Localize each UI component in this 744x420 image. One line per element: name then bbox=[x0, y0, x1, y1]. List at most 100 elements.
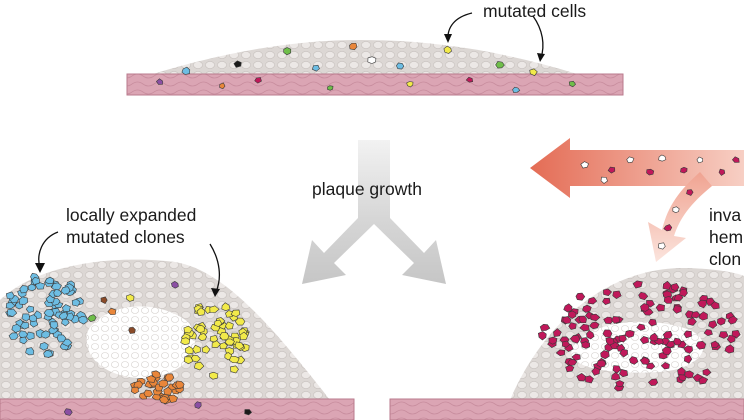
invading-clone-cell bbox=[596, 359, 606, 368]
invading-clone-cell bbox=[639, 356, 650, 365]
invading-clone-cell bbox=[586, 330, 595, 340]
invading-clone-cell bbox=[619, 369, 629, 378]
blue-clone-cell bbox=[7, 308, 18, 318]
blue-clone-cell bbox=[44, 276, 55, 285]
mutated-cell bbox=[63, 408, 73, 416]
invading-clone-cell bbox=[671, 283, 680, 292]
invading-clone-cell bbox=[611, 372, 621, 381]
invading-clone-cell bbox=[639, 336, 649, 345]
blue-clone-cell bbox=[11, 323, 21, 333]
orange-clone-cell bbox=[145, 375, 156, 383]
invading-clone-cell bbox=[568, 322, 577, 330]
circulating-cell bbox=[680, 166, 688, 174]
invading-clone-cell bbox=[662, 330, 673, 339]
early-plaque bbox=[150, 40, 580, 75]
invading-clone-cell bbox=[665, 340, 675, 349]
yellow-clone-cell bbox=[230, 365, 239, 374]
invading-clone-cell bbox=[636, 323, 646, 331]
blue-clone-cell bbox=[62, 338, 73, 347]
invading-clone-cell bbox=[600, 350, 610, 360]
invading-clone-cell bbox=[569, 335, 581, 344]
early-mutated-cells bbox=[155, 42, 577, 93]
mutated-cell bbox=[283, 47, 292, 56]
plaque-growth-label: plaque growth bbox=[312, 179, 422, 199]
blue-clone-cell bbox=[25, 331, 35, 341]
mutated-cell bbox=[194, 401, 202, 409]
invading-clone-cell bbox=[710, 340, 720, 349]
yellow-clone-cell bbox=[209, 305, 220, 313]
circulating-cell bbox=[580, 161, 589, 169]
blue-clone-cell bbox=[78, 315, 88, 325]
pointer-arrow-icon bbox=[444, 34, 452, 43]
circulating-cell bbox=[663, 224, 673, 232]
invading-clone-cell bbox=[672, 305, 682, 314]
circulating-cell bbox=[718, 168, 726, 176]
invading-clone-cell bbox=[555, 349, 566, 357]
invading-cells-arrow-icon bbox=[530, 138, 744, 262]
invading-clone-cell bbox=[581, 341, 591, 349]
blue-clone-cell bbox=[56, 334, 67, 343]
invading-clone-cell bbox=[708, 320, 718, 329]
blue-clone-cell bbox=[43, 309, 55, 318]
yellow-clone-cell bbox=[185, 346, 194, 355]
invading-clone-cell bbox=[629, 356, 639, 365]
invading-clone-cell bbox=[683, 354, 693, 364]
wall-mutated-cell bbox=[155, 78, 163, 85]
circulating-cell bbox=[600, 176, 608, 184]
invading-clone-cell bbox=[679, 288, 688, 298]
invading-clone-cell bbox=[724, 344, 735, 354]
invading-clone-cell bbox=[687, 317, 697, 326]
blue-clone-cell bbox=[5, 291, 15, 300]
mutated-cell bbox=[396, 62, 405, 70]
invading-clone-cell bbox=[548, 336, 558, 345]
invading-clone-cell bbox=[589, 321, 600, 330]
wall-mutated-cell bbox=[219, 82, 226, 90]
wall-mutated-cell bbox=[568, 80, 577, 88]
split-growth-arrow-icon bbox=[302, 140, 446, 284]
pointer-arrow-icon bbox=[532, 15, 544, 59]
invading-clone-cell bbox=[562, 316, 572, 324]
invading-clone-cell bbox=[649, 332, 658, 342]
invading-clone-cell bbox=[602, 329, 613, 338]
mutated-cell bbox=[495, 61, 505, 69]
orange-clone-cell bbox=[175, 380, 185, 389]
blue-clone-cell bbox=[62, 304, 71, 313]
mutated-cell bbox=[107, 307, 117, 315]
yellow-clone-cell bbox=[214, 319, 223, 327]
yellow-clone-cell bbox=[209, 371, 219, 380]
invading-clone-cell bbox=[660, 361, 670, 370]
label-line: mutated clones bbox=[66, 227, 185, 247]
label-line: locally expanded bbox=[66, 205, 197, 225]
invading-clone-cell bbox=[603, 316, 614, 324]
blue-clone-cell bbox=[19, 336, 28, 345]
blue-clone-cell bbox=[25, 305, 35, 314]
mutated-cells-label: mutated cells bbox=[483, 1, 587, 21]
invading-clone-cell bbox=[615, 380, 625, 387]
wall-mutated-cell bbox=[465, 76, 474, 83]
pointer-arrow-icon bbox=[35, 263, 45, 273]
invading-clone-cell bbox=[647, 378, 659, 386]
yellow-clone-cell bbox=[219, 342, 228, 350]
early-lesion bbox=[126, 40, 624, 96]
invading-clone-cell bbox=[684, 370, 694, 379]
invading-clone-cell bbox=[618, 334, 627, 343]
necrotic-core bbox=[86, 306, 195, 379]
wall-mutated-cell bbox=[512, 86, 521, 93]
label-line: hem bbox=[709, 227, 744, 247]
yellow-clone-cell bbox=[192, 344, 201, 354]
invading-clone-cell bbox=[718, 331, 729, 339]
yellow-clone-cell bbox=[219, 332, 230, 341]
pointer-arrow-icon bbox=[211, 288, 220, 297]
orange-clone-cell bbox=[159, 395, 169, 404]
invading-clone-cell bbox=[575, 292, 586, 301]
blue-clone-cell bbox=[19, 285, 29, 294]
invading-clone-cell bbox=[539, 323, 551, 331]
mutated-cell bbox=[233, 60, 242, 68]
left-advanced-plaque bbox=[0, 259, 355, 420]
invading-clone-cell bbox=[565, 364, 575, 373]
mutated-cell bbox=[87, 314, 97, 322]
pointer-arrow-icon bbox=[447, 12, 473, 41]
yellow-clone-cell bbox=[239, 331, 249, 341]
blue-clone-cell bbox=[43, 349, 54, 358]
right-vessel-wall bbox=[389, 398, 744, 420]
